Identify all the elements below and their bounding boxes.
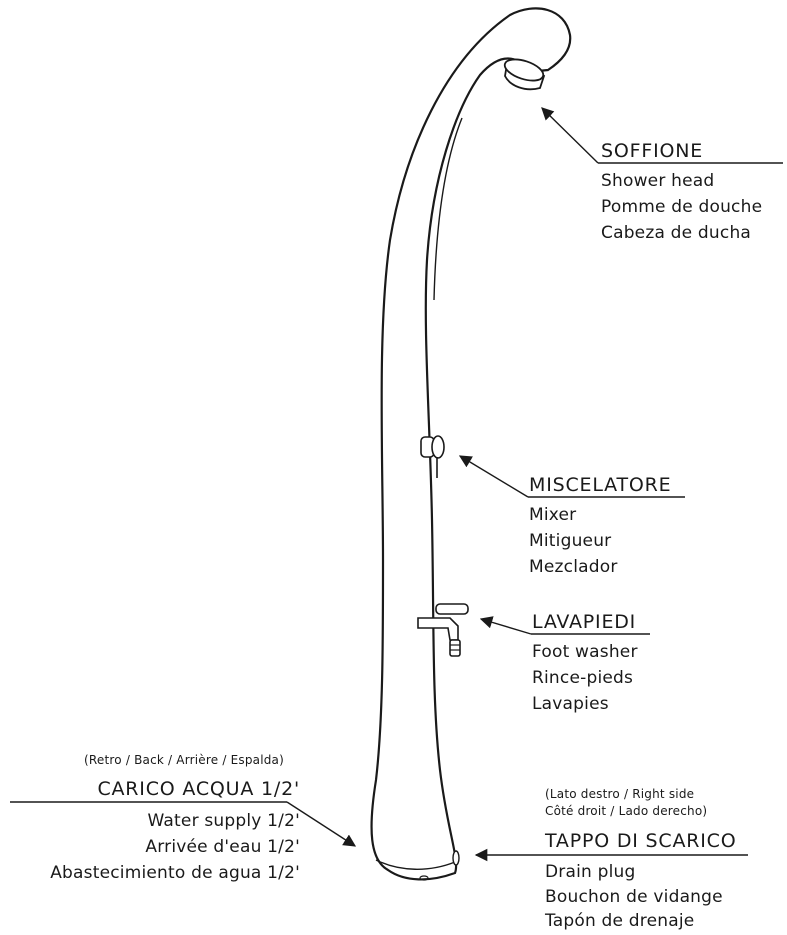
foot-washer-label-fr: Rince-pieds [532,668,634,688]
shower-column [370,7,572,881]
drain-plug-note-1: (Lato destro / Right side [545,787,695,801]
shower-head-title: SOFFIONE [601,140,704,162]
shower-head-label-fr: Pomme de douche [601,197,763,217]
shower-head-leader [541,107,783,164]
water-supply-label-fr: Arrivée d'eau 1/2' [145,837,300,857]
mixer-label-es: Mezclador [529,557,618,577]
water-supply-label-es: Abastecimiento de agua 1/2' [50,863,300,883]
shower-head-label-es: Cabeza de ducha [601,223,752,243]
mixer-label-en: Mixer [529,505,577,525]
water-supply-title: CARICO ACQUA 1/2' [97,778,300,800]
foot-washer-label-en: Foot washer [532,642,638,662]
water-supply-label-en: Water supply 1/2' [147,811,300,831]
mixer-label-fr: Mitigueur [529,531,612,551]
base-hole [419,875,429,881]
column-base [375,859,456,870]
shower-head-label-en: Shower head [601,171,715,191]
foot-washer-leader [479,616,650,635]
shower-head-icon [503,58,546,91]
mixer-icon [420,435,445,478]
drain-plug-label-es: Tapón de drenaje [545,911,695,931]
foot-washer-label-es: Lavapies [532,694,609,714]
drain-plug-label-en: Drain plug [545,862,636,882]
water-supply-leader [10,801,357,847]
drain-plug-label-fr: Bouchon de vidange [545,887,723,907]
foot-washer-title: LAVAPIEDI [532,611,637,633]
drain-plug-title: TAPPO DI SCARICO [545,830,737,852]
column-inner-edge [433,117,463,301]
mixer-title: MISCELATORE [529,474,672,496]
drain-plug-icon [452,850,460,866]
water-supply-note: (Retro / Back / Arrière / Espalda) [84,753,284,767]
foot-washer-tap-icon [417,603,469,657]
drain-plug-note-2: Côté droit / Lado derecho) [545,804,708,818]
mixer-leader [458,455,685,498]
